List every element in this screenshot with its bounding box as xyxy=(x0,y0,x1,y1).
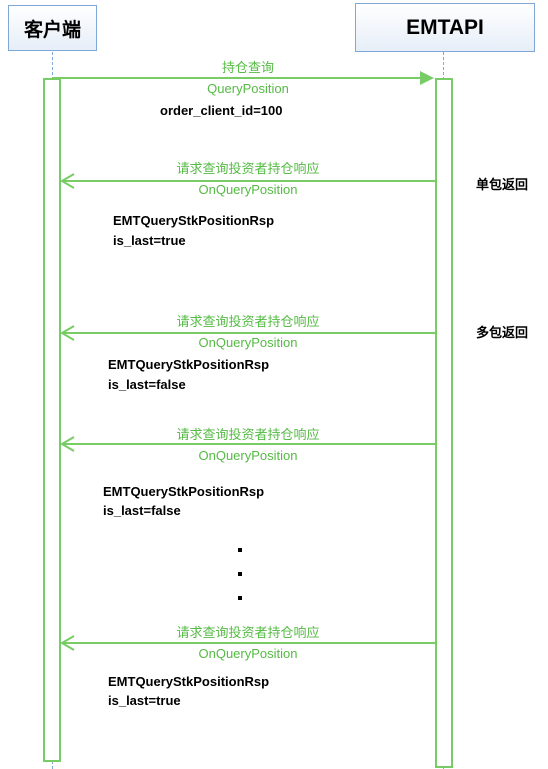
response-3-label-cn: 请求查询投资者持仓响应 xyxy=(176,428,320,443)
response-3-label-en: OnQueryPosition xyxy=(198,448,298,463)
actor-server-label: EMTAPI xyxy=(406,15,484,39)
response-arrow-3 xyxy=(60,436,435,452)
actor-server: EMTAPI xyxy=(355,3,535,52)
response-arrow-4 xyxy=(60,635,435,651)
response-4-struct: EMTQueryStkPositionRsp xyxy=(108,674,270,689)
response-1-struct: EMTQueryStkPositionRsp xyxy=(113,213,275,228)
response-arrow-2 xyxy=(60,325,435,341)
response-3-struct: EMTQueryStkPositionRsp xyxy=(103,484,265,499)
request-label-en: QueryPosition xyxy=(207,81,289,96)
actor-client: 客户端 xyxy=(8,5,97,51)
side-note-single: 单包返回 xyxy=(476,178,529,193)
ellipsis-dot xyxy=(238,548,242,552)
request-label-cn: 持仓查询 xyxy=(221,61,275,76)
response-4-label-en: OnQueryPosition xyxy=(198,646,298,661)
request-param: order_client_id=100 xyxy=(160,103,283,118)
response-arrow-1 xyxy=(60,173,435,189)
request-arrowhead xyxy=(420,71,434,85)
response-2-label-en: OnQueryPosition xyxy=(198,335,298,350)
side-note-multi: 多包返回 xyxy=(476,326,529,341)
actor-client-label: 客户端 xyxy=(23,18,81,41)
response-2-flag: is_last=false xyxy=(108,377,186,392)
response-4-flag: is_last=true xyxy=(108,693,181,708)
server-activation-bar xyxy=(435,78,453,768)
response-3-flag: is_last=false xyxy=(103,503,181,518)
response-1-label-en: OnQueryPosition xyxy=(198,182,298,197)
response-1-label-cn: 请求查询投资者持仓响应 xyxy=(176,162,320,177)
ellipsis-dot xyxy=(238,572,242,576)
response-4-label-cn: 请求查询投资者持仓响应 xyxy=(176,626,320,641)
ellipsis-dot xyxy=(238,596,242,600)
response-1-flag: is_last=true xyxy=(113,233,186,248)
response-2-label-cn: 请求查询投资者持仓响应 xyxy=(176,315,320,330)
response-2-struct: EMTQueryStkPositionRsp xyxy=(108,357,270,372)
